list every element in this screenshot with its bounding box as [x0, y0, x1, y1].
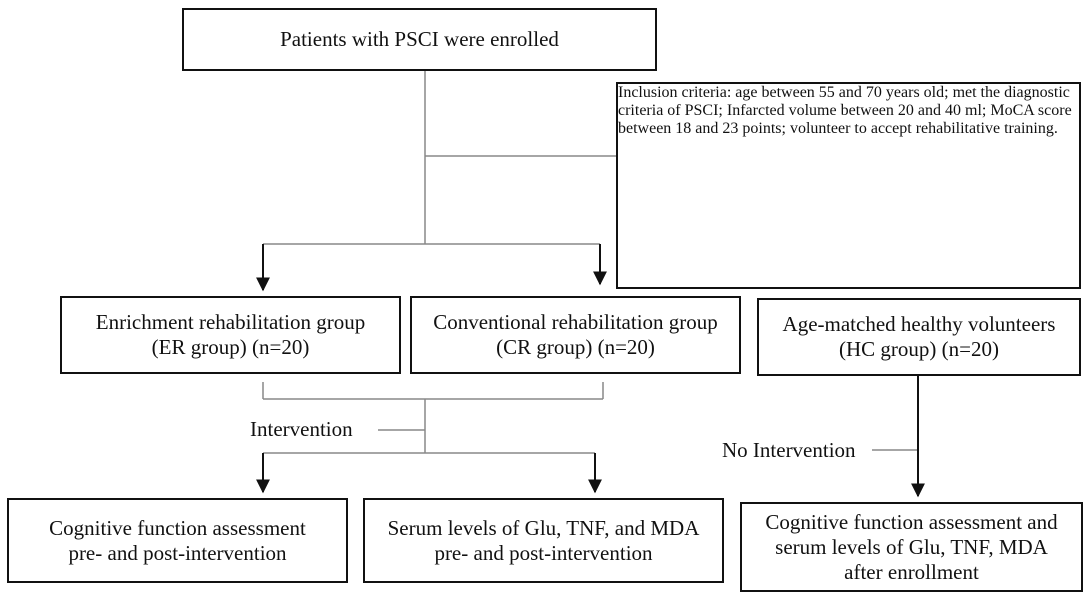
hc-group-box: Age-matched healthy volunteers (HC group…	[757, 298, 1081, 376]
criteria-item: met the diagnostic criteria of PSCI;	[618, 84, 1070, 119]
hc-outcome-line2: serum levels of Glu, TNF, MDA	[775, 534, 1048, 559]
cognitive-outcome-box: Cognitive function assessment pre- and p…	[7, 498, 348, 583]
criteria-item: age between 55 and 70 years old;	[735, 84, 949, 101]
enrollment-text: Patients with PSCI were enrolled	[280, 27, 559, 51]
cr-group-name: Conventional rehabilitation group	[433, 310, 718, 334]
er-group-count: (ER group) (n=20)	[151, 335, 310, 359]
criteria-item: Infarcted volume between 20 and 40 ml;	[726, 102, 987, 119]
hc-group-name: Age-matched healthy volunteers	[782, 312, 1056, 336]
hc-outcome-line3: after enrollment	[844, 559, 979, 584]
hc-outcome-line1: Cognitive function assessment and	[765, 509, 1058, 534]
serum-outcome-line2: pre- and post-intervention	[434, 540, 653, 565]
er-group-name: Enrichment rehabilitation group	[95, 310, 366, 334]
enrollment-box: Patients with PSCI were enrolled	[182, 8, 657, 71]
cognitive-outcome-line2: pre- and post-intervention	[68, 540, 287, 565]
cr-group-box: Conventional rehabilitation group (CR gr…	[410, 296, 741, 374]
criteria-item: volunteer to accept rehabilitative train…	[789, 120, 1058, 137]
er-group-box: Enrichment rehabilitation group (ER grou…	[60, 296, 401, 374]
criteria-item: MoCA score between 18 and 23 points;	[618, 102, 1072, 137]
cr-group-count: (CR group) (n=20)	[496, 335, 655, 359]
inclusion-criteria-box: Inclusion criteria: age between 55 and 7…	[616, 82, 1081, 289]
serum-outcome-box: Serum levels of Glu, TNF, and MDA pre- a…	[363, 498, 724, 583]
criteria-title: Inclusion criteria:	[618, 84, 732, 101]
intervention-label: Intervention	[250, 417, 353, 441]
cognitive-outcome-line1: Cognitive function assessment	[49, 515, 306, 540]
hc-group-count: (HC group) (n=20)	[839, 337, 999, 361]
no-intervention-label: No Intervention	[722, 438, 856, 462]
serum-outcome-line1: Serum levels of Glu, TNF, and MDA	[387, 515, 700, 540]
hc-outcome-box: Cognitive function assessment and serum …	[740, 502, 1083, 592]
